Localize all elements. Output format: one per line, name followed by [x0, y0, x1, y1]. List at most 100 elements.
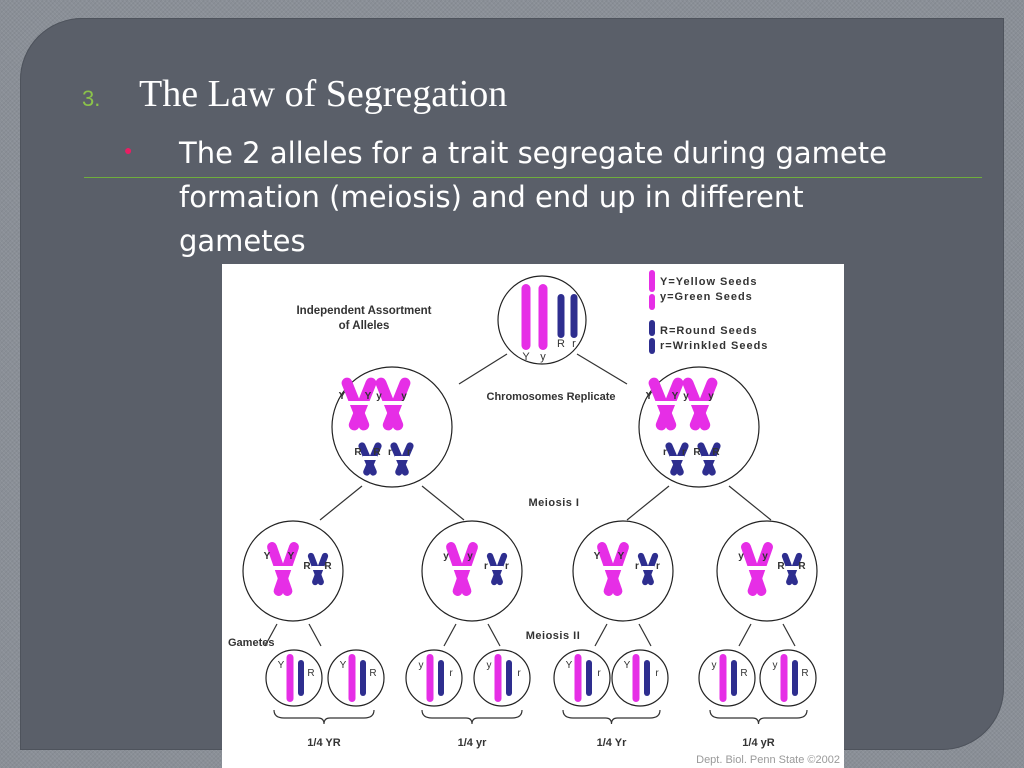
- centromere: [452, 566, 472, 570]
- legend-green: y=Green Seeds: [660, 291, 753, 303]
- centromere: [669, 456, 685, 460]
- legend-wrinkled-chromosome: [649, 338, 655, 354]
- chromosome: [557, 294, 565, 338]
- chromosome: [521, 284, 531, 350]
- allele-label: r: [517, 668, 521, 679]
- allele-label: Y: [522, 351, 530, 363]
- gamete-cell: [265, 649, 323, 707]
- allele-label: Y: [618, 551, 625, 562]
- slide-title: The Law of Segregation: [139, 73, 508, 115]
- fraction-label: 1/4 yr: [458, 737, 487, 749]
- gamete-cell: [327, 649, 385, 707]
- centromere: [311, 566, 325, 570]
- legend-yellow-chromosome: [649, 270, 655, 292]
- connector-line: [638, 623, 652, 647]
- chromosome: [494, 654, 502, 702]
- allele-label: y: [773, 660, 778, 671]
- allele-label: y: [467, 551, 473, 562]
- gamete-cell: [553, 649, 611, 707]
- centromere: [490, 566, 504, 570]
- connector-line: [308, 623, 322, 647]
- gamete-cell: [759, 649, 817, 707]
- allele-label: y: [712, 660, 717, 671]
- allele-label: R: [801, 668, 808, 679]
- diagram-heading: of Alleles: [339, 320, 390, 332]
- chromosome: [574, 654, 582, 702]
- connector-line: [443, 623, 457, 647]
- allele-label: R: [303, 561, 311, 572]
- gamete-cell: [405, 649, 463, 707]
- allele-label: R: [373, 447, 381, 458]
- gamete-cell: [698, 649, 756, 707]
- chromosome: [632, 654, 640, 702]
- connector-line: [264, 623, 278, 647]
- chromosome: [792, 660, 798, 696]
- allele-label: R: [712, 447, 720, 458]
- allele-label: R: [324, 561, 332, 572]
- centromere: [689, 401, 711, 405]
- allele-label: R: [693, 447, 701, 458]
- allele-label: r: [484, 561, 488, 572]
- connector-line: [319, 485, 363, 521]
- gamete-cell: [473, 649, 531, 707]
- diagram-credit: Dept. Biol. Penn State ©2002: [696, 754, 840, 766]
- gametes-label: Gametes: [228, 637, 274, 649]
- allele-label: y: [708, 391, 714, 402]
- chromosome: [719, 654, 727, 702]
- allele-label: y: [443, 551, 449, 562]
- allele-label: y: [738, 551, 744, 562]
- allele-label: R: [307, 668, 314, 679]
- allele-label: r: [388, 447, 392, 458]
- allele-label: Y: [672, 391, 679, 402]
- fraction-label: 1/4 YR: [307, 737, 340, 749]
- allele-label: y: [487, 660, 492, 671]
- centromere: [655, 401, 677, 405]
- allele-label: r: [449, 668, 453, 679]
- bullet-icon: ●: [124, 142, 133, 158]
- chromosome: [298, 660, 304, 696]
- bullet-text: The 2 alleles for a trait segregate duri…: [179, 136, 887, 258]
- allele-label: r: [655, 668, 659, 679]
- allele-label: r: [682, 447, 686, 458]
- connector-line: [728, 485, 772, 521]
- fraction-brace: [273, 709, 375, 725]
- allele-label: r: [656, 561, 660, 572]
- fraction-label: 1/4 Yr: [597, 737, 627, 749]
- slide-number: 3.: [82, 86, 101, 111]
- diagram-heading: Independent Assortment: [296, 305, 431, 317]
- chromosome: [644, 660, 650, 696]
- connector-line: [487, 623, 501, 647]
- allele-label: Y: [288, 551, 295, 562]
- meiosis2-label: Meiosis II: [526, 630, 581, 642]
- connector-line: [458, 353, 508, 385]
- allele-label: Y: [278, 660, 285, 671]
- centromere: [273, 566, 293, 570]
- allele-label: y: [419, 660, 424, 671]
- allele-label: Y: [646, 391, 653, 402]
- allele-label: R: [777, 561, 785, 572]
- centromere: [641, 566, 655, 570]
- fraction-brace: [562, 709, 661, 725]
- chromosome: [348, 654, 356, 702]
- chromosome: [538, 284, 548, 350]
- chromosome: [438, 660, 444, 696]
- centromere: [348, 401, 370, 405]
- allele-label: r: [572, 338, 576, 350]
- allele-label: r: [505, 561, 509, 572]
- centromere: [382, 401, 404, 405]
- connector-line: [594, 623, 608, 647]
- allele-label: r: [597, 668, 601, 679]
- chromosome: [360, 660, 366, 696]
- connector-line: [738, 623, 752, 647]
- allele-label: R: [740, 668, 747, 679]
- chromosome: [426, 654, 434, 702]
- connector-line: [782, 623, 796, 647]
- allele-label: y: [376, 391, 382, 402]
- fraction-brace: [421, 709, 523, 725]
- legend-round-chromosome: [649, 320, 655, 336]
- title-divider: [84, 177, 982, 178]
- connector-line: [576, 353, 628, 385]
- meiosis1-label: Meiosis I: [529, 497, 580, 509]
